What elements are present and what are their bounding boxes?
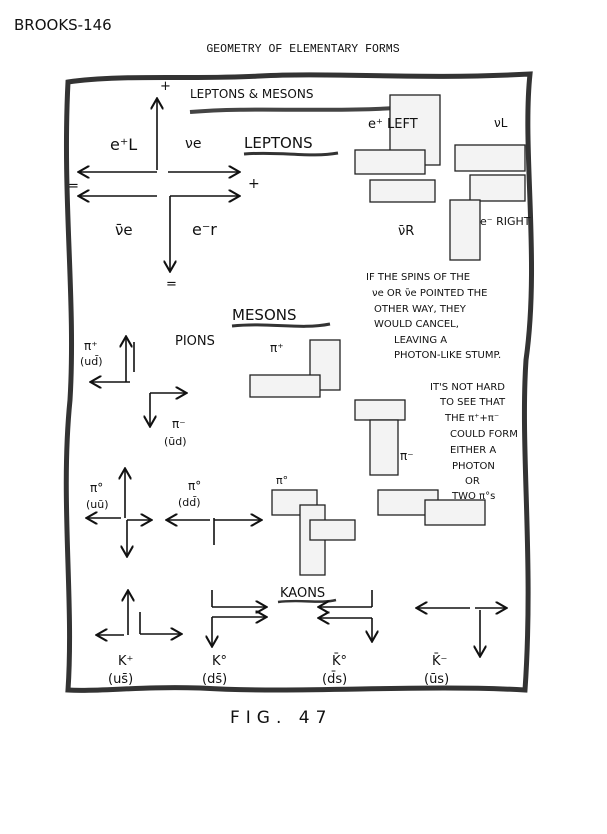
diagram-label: π⁺ (84, 339, 98, 353)
diagram-label: K̄° (332, 654, 347, 669)
diagram-label: (dd̄) (178, 496, 201, 509)
leptons-heading: LEPTONS (244, 134, 313, 152)
pion-diagrams: π⁺ (ud̄) π⁻ (ūd) π° (uū) π° (dd̄) (80, 338, 260, 555)
meson-3d-sketches: π⁺ π⁻ π° (249, 339, 486, 576)
diagram-label: (ūs) (424, 672, 449, 687)
diagram-label: π⁻ (172, 417, 186, 431)
diagram-label: ν̄R (398, 224, 414, 239)
diagram-label: νe OR ν̄e POINTED THE (372, 288, 487, 299)
diagram-label: OR (465, 476, 480, 487)
hand-drawn-frame (63, 71, 535, 693)
diagram-label: (ds̄) (202, 672, 227, 687)
lepton-diagram: + e⁺L νe ν̄e e⁻r + = = (68, 79, 260, 292)
note-spins: IF THE SPINS OF THE νe OR ν̄e POINTED TH… (366, 272, 501, 361)
diagram-label: π° (188, 479, 201, 493)
diagram-label: + (160, 79, 171, 94)
diagram-label: = (68, 179, 79, 194)
diagram-label: LEAVING A (394, 335, 447, 346)
figure-caption: FIG. 47 (230, 708, 332, 728)
nu-e-bar-label: ν̄e (115, 221, 133, 239)
diagram-label: IT'S NOT HARD (430, 382, 505, 393)
note-pions: IT'S NOT HARD TO SEE THAT THE π⁺+π⁻ COUL… (430, 382, 518, 502)
banner-title: LEPTONS & MESONS (190, 87, 313, 101)
diagram-label: (ud̄) (80, 355, 103, 368)
diagram-label: TO SEE THAT (439, 397, 506, 408)
pions-heading: PIONS (175, 334, 215, 349)
kaons-heading: KAONS (280, 586, 325, 601)
diagram-label: (uū) (86, 498, 109, 511)
diagram-label: π⁺ (270, 341, 284, 355)
e-minus-label: e⁻r (192, 220, 217, 239)
page-label: BROOKS-146 (14, 16, 112, 34)
diagram-label: π° (276, 474, 288, 487)
diagram-label: THE π⁺+π⁻ (444, 413, 499, 424)
diagram-label: e⁻ RIGHT (480, 215, 531, 228)
diagram-label: K⁺ (118, 654, 133, 669)
e-plus-label: e⁺L (110, 135, 137, 154)
diagram-label: (ūd) (164, 435, 187, 448)
diagram-label: TWO π°s (451, 491, 495, 502)
diagram-label: EITHER A (450, 445, 496, 456)
diagram-label: PHOTON (452, 461, 495, 472)
diagram-label: (us̄) (108, 672, 133, 687)
diagram-label: OTHER WAY, THEY (374, 304, 467, 315)
banner-underline (189, 104, 421, 114)
diagram-label: + (248, 176, 260, 192)
diagram-label: K̄⁻ (432, 654, 447, 669)
nu-e-label: νe (185, 136, 201, 152)
diagram-label: COULD FORM (450, 429, 518, 440)
diagram-label: IF THE SPINS OF THE (366, 272, 470, 283)
diagram-label: K° (212, 654, 227, 669)
kaon-diagrams: K⁺ (us̄) K° (ds̄) K̄° (d̄s) K̄⁻ (ūs) (98, 590, 505, 687)
diagram-label: WOULD CANCEL, (374, 319, 459, 330)
diagram-label: PHOTON-LIKE STUMP. (394, 350, 501, 361)
mesons-heading: MESONS (232, 306, 297, 324)
diagram-label: (d̄s) (322, 672, 347, 687)
diagram-label: π° (90, 481, 103, 495)
page-title: GEOMETRY OF ELEMENTARY FORMS (206, 43, 399, 56)
diagram-label: e⁺ LEFT (368, 117, 418, 132)
diagram-label: νL (494, 116, 508, 130)
diagram-label: = (166, 277, 177, 292)
lepton-3d-sketch: e⁺ LEFT νL ν̄R e⁻ RIGHT (354, 94, 531, 261)
diagram-label: π⁻ (400, 449, 414, 463)
